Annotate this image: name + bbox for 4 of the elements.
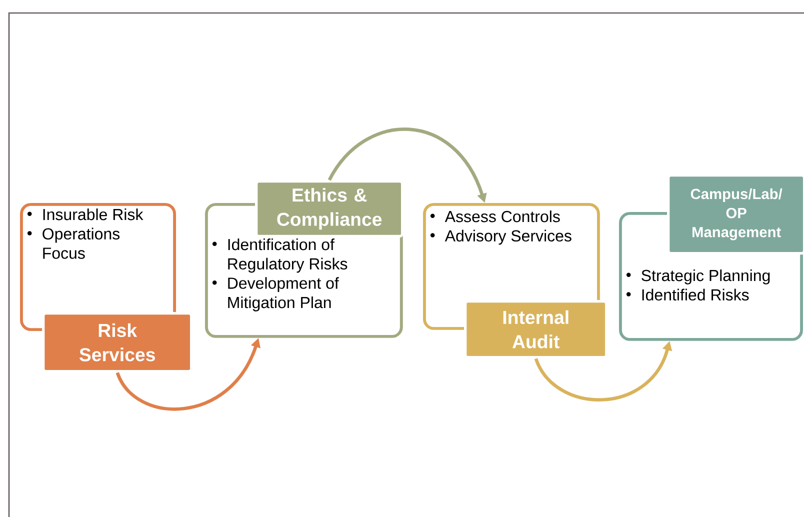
title-box: Ethics & Compliance: [255, 180, 404, 238]
title-box: Internal Audit: [464, 300, 608, 359]
title-box: Campus/Lab/ OP Management: [667, 174, 804, 255]
title-box: Risk Services: [42, 312, 193, 373]
